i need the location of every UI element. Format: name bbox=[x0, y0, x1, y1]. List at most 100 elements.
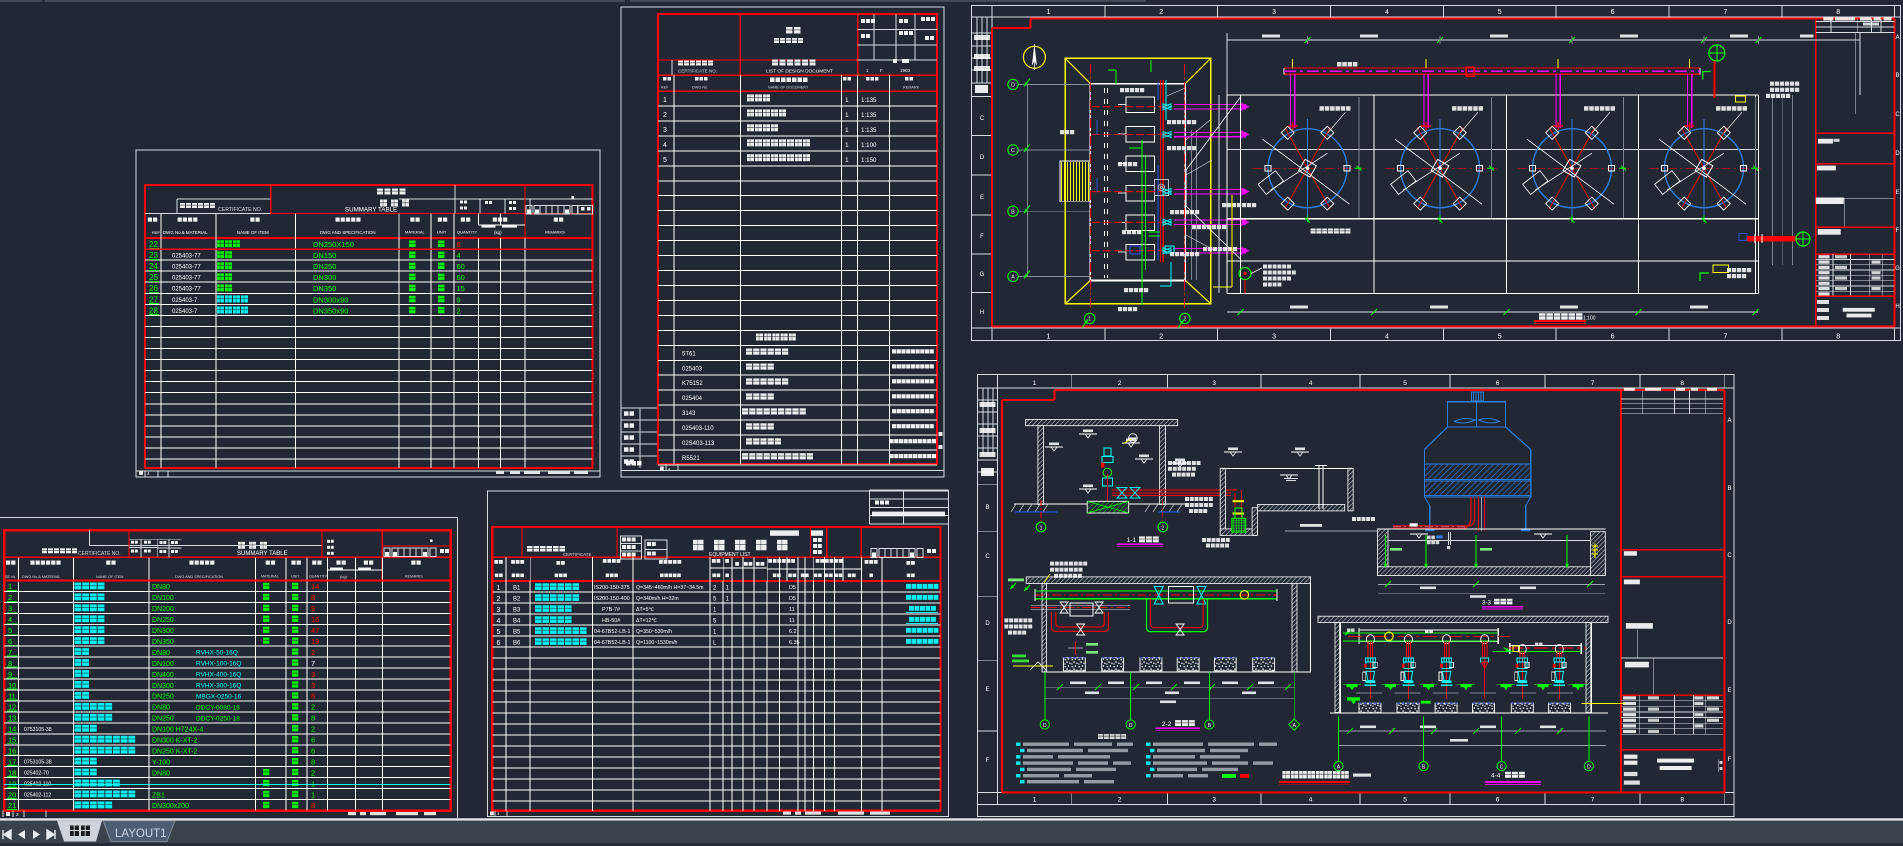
svg-text:04-67B52-LB-1: 04-67B52-LB-1 bbox=[594, 629, 631, 635]
svg-text:7: 7 bbox=[1723, 334, 1727, 341]
svg-text:RVHX-400-16Q: RVHX-400-16Q bbox=[196, 672, 241, 679]
svg-text:0753105-38: 0753105-38 bbox=[24, 727, 52, 733]
svg-text:DN80: DN80 bbox=[152, 584, 170, 591]
svg-text:5: 5 bbox=[1403, 380, 1407, 387]
svg-text:4: 4 bbox=[663, 142, 667, 149]
svg-text:ΔT=12℃: ΔT=12℃ bbox=[636, 618, 657, 624]
svg-text:MBGX-0250-16: MBGX-0250-16 bbox=[196, 694, 242, 701]
svg-text:14: 14 bbox=[311, 582, 319, 591]
svg-text:1:100: 1:100 bbox=[1583, 316, 1596, 322]
svg-text:1: 1 bbox=[311, 779, 315, 788]
svg-text:18: 18 bbox=[8, 768, 16, 777]
svg-text:2: 2 bbox=[663, 112, 667, 119]
svg-text:DN80: DN80 bbox=[152, 650, 170, 657]
svg-text:D: D bbox=[1895, 151, 1900, 157]
svg-text:025404: 025404 bbox=[682, 396, 703, 402]
svg-text:ZB1: ZB1 bbox=[152, 792, 165, 799]
svg-text:RVHX-50-16Q: RVHX-50-16Q bbox=[196, 650, 238, 657]
svg-text:7: 7 bbox=[1591, 797, 1595, 804]
svg-text:A: A bbox=[1292, 723, 1296, 729]
svg-text:47: 47 bbox=[311, 626, 319, 635]
svg-text:2: 2 bbox=[713, 586, 717, 592]
svg-text:5: 5 bbox=[497, 629, 501, 636]
svg-text:IS200-150-375: IS200-150-375 bbox=[594, 585, 630, 591]
svg-text:4: 4 bbox=[668, 466, 671, 471]
svg-text:F: F bbox=[980, 234, 984, 240]
svg-text:Y-100: Y-100 bbox=[152, 759, 170, 766]
svg-text:3: 3 bbox=[1272, 9, 1276, 16]
svg-text:4-4: 4-4 bbox=[1491, 773, 1501, 780]
svg-text:5: 5 bbox=[713, 619, 717, 625]
svg-text:B: B bbox=[1011, 209, 1015, 215]
svg-text:2: 2 bbox=[1161, 525, 1164, 531]
svg-text:DDCY-0080-18: DDCY-0080-18 bbox=[196, 704, 240, 711]
svg-text:DN300x200: DN300x200 bbox=[152, 803, 189, 810]
svg-text:D5: D5 bbox=[789, 585, 796, 591]
svg-text:4: 4 bbox=[1309, 797, 1313, 804]
svg-text:7: 7 bbox=[1723, 9, 1727, 16]
svg-text:CERTIFICATE: CERTIFICATE bbox=[563, 552, 591, 557]
svg-text:11: 11 bbox=[789, 607, 795, 613]
svg-text:6: 6 bbox=[1611, 334, 1615, 341]
svg-text:2: 2 bbox=[311, 703, 315, 712]
svg-text:REMARKS: REMARKS bbox=[405, 575, 423, 579]
svg-text:1: 1 bbox=[713, 630, 717, 636]
svg-text:DWG AND SPECIFICATION: DWG AND SPECIFICATION bbox=[175, 575, 223, 579]
svg-text:D: D bbox=[1043, 723, 1047, 729]
svg-text:4: 4 bbox=[147, 471, 150, 476]
svg-text:CERTIFICATE NO.: CERTIFICATE NO. bbox=[218, 207, 262, 213]
svg-text:025403: 025403 bbox=[682, 366, 703, 372]
svg-text:E: E bbox=[1895, 190, 1899, 196]
svg-text:1:135: 1:135 bbox=[861, 127, 877, 134]
svg-text:19: 19 bbox=[311, 637, 319, 646]
svg-text:2-2: 2-2 bbox=[1162, 721, 1172, 728]
svg-text:1: 1 bbox=[1046, 334, 1050, 341]
svg-text:C: C bbox=[1895, 112, 1900, 118]
svg-text:3: 3 bbox=[1212, 380, 1216, 387]
svg-text:C: C bbox=[980, 116, 985, 122]
svg-text:1: 1 bbox=[1088, 317, 1091, 323]
svg-text:REMARK: REMARK bbox=[903, 86, 920, 90]
svg-text:DN300x90: DN300x90 bbox=[313, 295, 348, 304]
svg-text:21: 21 bbox=[8, 801, 16, 810]
svg-text:3: 3 bbox=[663, 127, 667, 134]
svg-text:ΔT=5℃: ΔT=5℃ bbox=[636, 607, 655, 613]
svg-text:D: D bbox=[1129, 723, 1133, 729]
svg-text:8: 8 bbox=[1680, 797, 1684, 804]
svg-text:5: 5 bbox=[8, 626, 12, 635]
svg-text:DWG No.& MATERIAL: DWG No.& MATERIAL bbox=[22, 575, 61, 579]
svg-text:26: 26 bbox=[149, 284, 158, 293]
svg-text:23: 23 bbox=[149, 251, 158, 260]
svg-text:QUANTITY: QUANTITY bbox=[457, 230, 478, 235]
svg-text:15: 15 bbox=[457, 284, 465, 293]
svg-text:D: D bbox=[980, 155, 985, 161]
svg-text:MATERIAL: MATERIAL bbox=[405, 230, 425, 235]
svg-text:2: 2 bbox=[311, 768, 315, 777]
svg-text:1: 1 bbox=[1033, 380, 1037, 387]
svg-text:025403-77: 025403-77 bbox=[172, 254, 201, 260]
svg-text:8: 8 bbox=[311, 593, 315, 602]
svg-text:1: 1 bbox=[726, 586, 730, 592]
svg-text:DN300: DN300 bbox=[152, 683, 174, 690]
svg-text:4: 4 bbox=[497, 618, 501, 625]
svg-text:DN100: DN100 bbox=[152, 661, 174, 668]
svg-text:A: A bbox=[1895, 35, 1899, 41]
svg-text:7: 7 bbox=[1591, 380, 1595, 387]
svg-text:B: B bbox=[1208, 723, 1212, 729]
svg-text:4: 4 bbox=[457, 251, 461, 260]
svg-text:1: 1 bbox=[726, 597, 730, 603]
svg-text:9: 9 bbox=[457, 295, 461, 304]
svg-text:6: 6 bbox=[1496, 380, 1500, 387]
svg-text:Q=1100~1530m/h: Q=1100~1530m/h bbox=[636, 640, 678, 646]
svg-text:D: D bbox=[985, 621, 990, 627]
svg-text:16: 16 bbox=[311, 615, 319, 624]
svg-text:1-1: 1-1 bbox=[1127, 537, 1137, 544]
svg-text:6.35: 6.35 bbox=[789, 640, 800, 646]
svg-text:R5521: R5521 bbox=[682, 456, 700, 462]
svg-text:19: 19 bbox=[8, 779, 16, 788]
svg-text:0753105-38: 0753105-38 bbox=[24, 760, 52, 766]
svg-text:13: 13 bbox=[8, 714, 16, 723]
svg-text:B2: B2 bbox=[513, 597, 521, 603]
svg-text:Q=345~460m/h H=37~34.5m: Q=345~460m/h H=37~34.5m bbox=[636, 585, 704, 591]
svg-text:28: 28 bbox=[149, 306, 158, 315]
